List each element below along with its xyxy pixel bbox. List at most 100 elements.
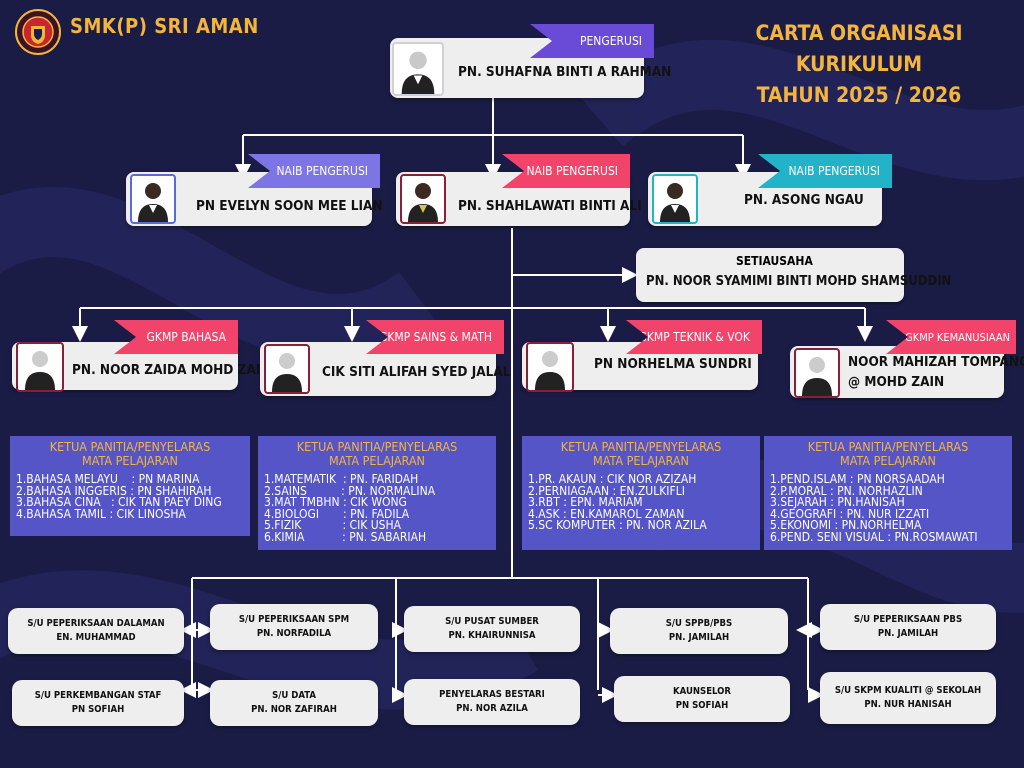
- panel-3-item: 1.PR. AKAUN : CIK NOR AZIZAH: [528, 472, 697, 486]
- chairman-role: PENGERUSI: [579, 34, 642, 48]
- subject-panel-3: KETUA PANITIA/PENYELARAS MATA PELAJARAN …: [522, 436, 760, 550]
- panel-2-item: 4.BIOLOGI : PN. FADILA: [264, 506, 410, 521]
- panel-2-item: 2.SAINS : PN. NORMALINA: [264, 483, 436, 498]
- gkmp-role-ribbon-2: GKMP SAINS & MATH: [366, 320, 504, 354]
- panel-heading-4a: KETUA PANITIA/PENYELARAS: [807, 439, 969, 454]
- panel-heading-3b: MATA PELAJARAN: [593, 453, 689, 468]
- gkmp-card-2: CIK SITI ALIFAH SYED JALAL: [260, 342, 511, 396]
- gkmp-name-3: PN NORHELMA SUNDRI: [594, 356, 752, 372]
- gkmp-photo-4: [794, 348, 840, 398]
- panel-4-item: 5.EKONOMI : PN.NORHELMA: [770, 518, 922, 533]
- secretary-card: SETIAUSAHA PN. NOOR SYAMIMI BINTI MOHD S…: [636, 248, 951, 302]
- gkmp-card-4: NOOR MAHIZAH TOMPANG @ MOHD ZAIN: [790, 346, 1024, 398]
- secretary-name: PN. NOOR SYAMIMI BINTI MOHD SHAMSUDDIN: [646, 274, 952, 289]
- unit-box-1: S/U PEPERIKSAAN DALAMAN EN. MUHAMMAD: [8, 608, 184, 654]
- gkmp-photo-3: [526, 342, 574, 392]
- secretary-role: SETIAUSAHA: [736, 254, 813, 268]
- deputy-name-1: PN EVELYN SOON MEE LIAN: [196, 198, 383, 214]
- panel-2-item: 6.KIMIA : PN. SABARIAH: [264, 529, 427, 544]
- panel-2-item: 1.MATEMATIK : PN. FARIDAH: [264, 472, 419, 486]
- gkmp-photo-2: [264, 344, 310, 394]
- subject-panel-2: KETUA PANITIA/PENYELARAS MATA PELAJARAN …: [258, 436, 496, 550]
- panel-3-item: 5.SC KOMPUTER : PN. NOR AZILA: [528, 518, 707, 533]
- chart-title-line2: TAHUN 2025 / 2026: [756, 83, 962, 107]
- gkmp-name-4b: @ MOHD ZAIN: [848, 374, 945, 390]
- unit-name-8: PN. NOR AZILA: [456, 703, 528, 714]
- panel-3-item: 4.ASK : EN.KAMAROL ZAMAN: [528, 506, 685, 521]
- chairman-photo: [392, 42, 444, 96]
- panel-4-item: 1.PEND.ISLAM : PN NORSAADAH: [770, 472, 945, 486]
- deputy-role-ribbon-1: NAIB PENGERUSI: [248, 154, 380, 188]
- school-crest-icon: [15, 9, 61, 55]
- deputy-card-2: PN. SHAHLAWATI BINTI ALI: [396, 172, 642, 226]
- unit-box-6: S/U PERKEMBANGAN STAF PN SOFIAH: [12, 680, 184, 726]
- deputy-role-1: NAIB PENGERUSI: [276, 164, 368, 178]
- unit-box-5: S/U PEPERIKSAAN PBS PN. JAMILAH: [820, 604, 996, 650]
- unit-name-7: PN. NOR ZAFIRAH: [251, 704, 337, 715]
- gkmp-role-3: GKMP TEKNIK & VOK: [638, 330, 750, 344]
- unit-name-4: PN. JAMILAH: [668, 632, 730, 643]
- unit-title-9: KAUNSELOR: [673, 686, 731, 697]
- panel-4-item: 4.GEOGRAFI : PN. NUR IZZATI: [770, 506, 930, 521]
- panel-3-item: 2.PERNIAGAAN : EN.ZULKIFLI: [528, 483, 685, 498]
- panel-4-item: 3.SEJARAH : PN.HANISAH: [770, 495, 905, 510]
- unit-box-2: S/U PEPERIKSAAN SPM PN. NORFADILA: [210, 604, 378, 650]
- deputy-name-2: PN. SHAHLAWATI BINTI ALI: [458, 198, 642, 214]
- chart-title: CARTA ORGANISASI KURIKULUM TAHUN 2025 / …: [714, 18, 1004, 111]
- unit-title-8: PENYELARAS BESTARI: [439, 689, 545, 700]
- deputy-photo-1: [130, 174, 176, 224]
- panel-1-item: 2.BAHASA INGGERIS : PN SHAHIRAH: [16, 483, 212, 498]
- school-name: SMK(P) SRI AMAN: [70, 14, 259, 38]
- gkmp-card-1: PN. NOOR ZAIDA MOHD ZAIRI: [12, 342, 274, 392]
- panel-heading-3a: KETUA PANITIA/PENYELARAS: [560, 439, 722, 454]
- panel-4-item: 2.P.MORAL : PN. NORHAZLIN: [770, 483, 923, 498]
- deputy-card-3: PN. ASONG NGAU: [648, 172, 882, 226]
- panel-2-item: 5.FIZIK : CIK USHA: [264, 518, 402, 533]
- panel-heading-1a: KETUA PANITIA/PENYELARAS: [49, 439, 211, 454]
- panel-heading-4b: MATA PELAJARAN: [840, 453, 936, 468]
- panel-heading-1b: MATA PELAJARAN: [82, 453, 178, 468]
- unit-name-5: PN. JAMILAH: [877, 628, 939, 639]
- gkmp-name-1: PN. NOOR ZAIDA MOHD ZAIRI: [72, 362, 275, 378]
- gkmp-role-ribbon-4: GKMP KEMANUSIAAN: [886, 320, 1016, 354]
- unit-box-10: S/U SKPM KUALITI @ SEKOLAH PN. NUR HANIS…: [820, 672, 996, 724]
- deputy-name-3: PN. ASONG NGAU: [744, 192, 864, 208]
- unit-box-7: S/U DATA PN. NOR ZAFIRAH: [210, 680, 378, 726]
- unit-title-3: S/U PUSAT SUMBER: [445, 616, 539, 627]
- unit-name-2: PN. NORFADILA: [256, 628, 332, 639]
- gkmp-name-2: CIK SITI ALIFAH SYED JALAL: [322, 364, 511, 380]
- panel-2-item: 3.MAT TMBHN : CIK WONG: [264, 495, 407, 510]
- unit-name-1: EN. MUHAMMAD: [56, 632, 136, 643]
- gkmp-role-ribbon-3: GKMP TEKNIK & VOK: [626, 320, 762, 354]
- unit-name-9: PN SOFIAH: [675, 700, 729, 711]
- gkmp-role-1: GKMP BAHASA: [146, 330, 226, 344]
- unit-box-9: KAUNSELOR PN SOFIAH: [614, 676, 790, 722]
- subject-panel-4: KETUA PANITIA/PENYELARAS MATA PELAJARAN …: [764, 436, 1012, 550]
- deputy-role-2: NAIB PENGERUSI: [526, 164, 618, 178]
- panel-1-item: 3.BAHASA CINA : CIK TAN PAEY DING: [16, 495, 222, 510]
- gkmp-role-4: GKMP KEMANUSIAAN: [905, 330, 1010, 344]
- unit-box-3: S/U PUSAT SUMBER PN. KHAIRUNNISA: [404, 606, 580, 652]
- panel-heading-2a: KETUA PANITIA/PENYELARAS: [296, 439, 458, 454]
- unit-title-1: S/U PEPERIKSAAN DALAMAN: [27, 618, 165, 629]
- panel-1-item: 4.BAHASA TAMIL : CIK LINOSHA: [16, 506, 186, 521]
- subject-panel-1: KETUA PANITIA/PENYELARAS MATA PELAJARAN …: [10, 436, 250, 536]
- gkmp-role-ribbon-1: GKMP BAHASA: [114, 320, 238, 354]
- panel-3-item: 3.RBT : EPN. MARIAM: [528, 495, 643, 510]
- unit-title-2: S/U PEPERIKSAAN SPM: [238, 614, 350, 625]
- chairman-name: PN. SUHAFNA BINTI A RAHMAN: [458, 64, 672, 80]
- gkmp-photo-1: [16, 342, 64, 392]
- gkmp-name-4: NOOR MAHIZAH TOMPANG: [848, 354, 1024, 370]
- gkmp-role-2: GKMP SAINS & MATH: [378, 330, 492, 344]
- unit-box-4: S/U SPPB/PBS PN. JAMILAH: [610, 608, 788, 654]
- deputy-role-3: NAIB PENGERUSI: [788, 164, 880, 178]
- chart-title-line1: CARTA ORGANISASI KURIKULUM: [755, 21, 963, 76]
- unit-title-6: S/U PERKEMBANGAN STAF: [34, 690, 162, 701]
- unit-box-8: PENYELARAS BESTARI PN. NOR AZILA: [404, 679, 580, 725]
- panel-1-item: 1.BAHASA MELAYU : PN MARINA: [16, 472, 200, 486]
- deputy-role-ribbon-2: NAIB PENGERUSI: [502, 154, 630, 188]
- deputy-photo-2: [400, 174, 446, 224]
- unit-name-3: PN. KHAIRUNNISA: [448, 630, 536, 641]
- unit-title-5: S/U PEPERIKSAAN PBS: [853, 614, 963, 625]
- panel-4-item: 6.PEND. SENI VISUAL : PN.ROSMAWATI: [770, 529, 978, 544]
